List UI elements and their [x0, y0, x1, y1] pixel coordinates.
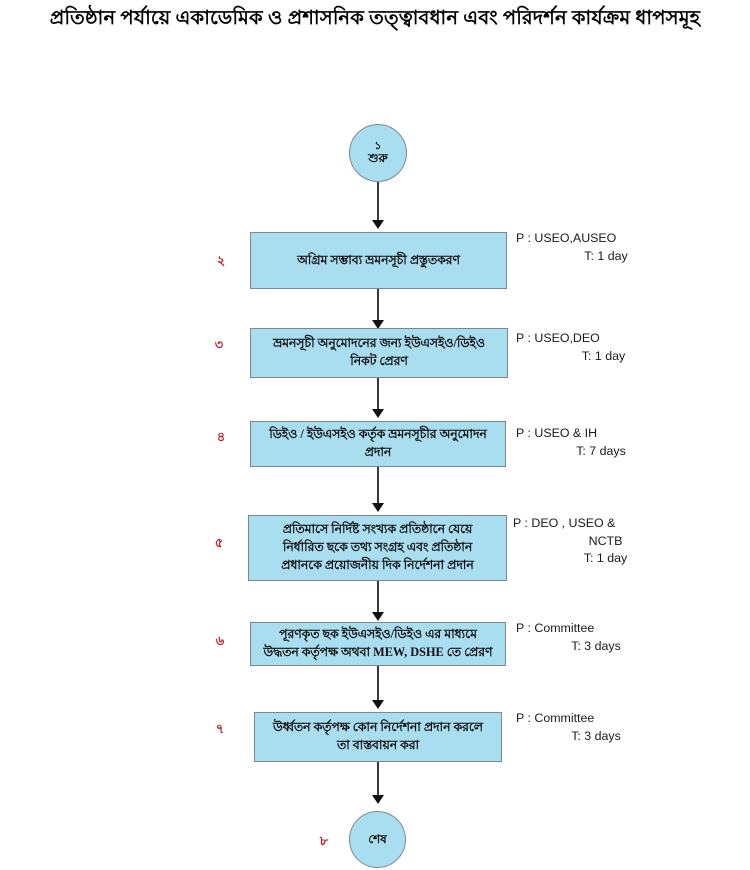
- start-node-number: ১: [374, 139, 382, 152]
- process-box-step-4-line-2: প্রদান: [364, 445, 392, 459]
- step-number-6: ৬: [215, 633, 225, 648]
- process-box-step-4[interactable]: ডিইও / ইউএসইও কর্তৃক ভ্রমনসূচীর অনুমোদন …: [250, 421, 506, 467]
- annotation-step-6: P : Committee T: 3 days: [516, 620, 676, 655]
- arrowhead-6-7: [372, 700, 384, 709]
- annotation-step-6-person: P : Committee: [516, 621, 595, 635]
- annotation-step-5-person-2: NCTB: [588, 533, 623, 548]
- connector-3-4: [377, 378, 379, 414]
- connector-6-7: [377, 666, 379, 704]
- process-box-step-5-line-1: প্রতিমাসে নির্দিষ্ট সংখ্যক প্রতিষ্ঠানে য…: [282, 522, 473, 537]
- arrowhead-2-3: [372, 320, 384, 329]
- annotation-step-7-time: T: 3 days: [571, 728, 621, 743]
- annotation-step-5-person: P : DEO , USEO &: [513, 516, 616, 530]
- end-node[interactable]: শেষ: [349, 811, 406, 868]
- process-box-step-2[interactable]: অগ্রিম সম্ভাব্য ভ্রমনসূচী প্রস্তুতকরণ: [250, 232, 507, 289]
- process-box-step-7[interactable]: উর্ধ্বতন কর্তৃপক্ষ কোন নির্দেশনা প্রদান …: [254, 712, 502, 762]
- process-box-step-6-line-2: উদ্ধতন কর্তৃপক্ষ অথবা MEW, DSHE তে প্রের…: [263, 645, 493, 659]
- page-title: প্রতিষ্ঠান পর্যায়ে একাডেমিক ও প্রশাসনিক…: [49, 8, 701, 29]
- step-number-8: ৮: [319, 833, 329, 848]
- annotation-step-3: P : USEO,DEO T: 1 day: [516, 330, 691, 365]
- annotation-step-5-time: T: 1 day: [583, 551, 628, 566]
- annotation-step-2-time: T: 1 day: [584, 248, 628, 263]
- connector-5-6: [377, 581, 379, 616]
- annotation-step-4: P : USEO & IH T: 7 days: [516, 425, 686, 460]
- process-box-step-4-line-1: ডিইও / ইউএসইও কর্তৃক ভ্রমনসূচীর অনুমোদন: [269, 427, 487, 442]
- arrowhead-1-2: [372, 220, 384, 229]
- annotation-step-2-person: P : USEO,AUSEO: [516, 231, 617, 245]
- step-number-3: ৩: [214, 337, 224, 352]
- annotation-step-4-person: P : USEO & IH: [516, 426, 598, 440]
- arrowhead-7-8: [372, 795, 384, 804]
- step-number-2: ২: [216, 253, 226, 268]
- annotation-step-4-time: T: 7 days: [576, 443, 626, 458]
- process-box-step-6[interactable]: পূরণকৃত ছক ইউএসইও/ডিইও এর মাধ্যমে উদ্ধতন…: [250, 622, 506, 666]
- step-number-7: ৭: [215, 721, 225, 736]
- step-number-4: ৪: [216, 429, 226, 444]
- start-node[interactable]: ১ শুরু: [349, 124, 407, 182]
- annotation-step-3-person: P : USEO,DEO: [516, 331, 600, 345]
- connector-2-3: [377, 289, 379, 326]
- process-box-step-5-line-3: প্রধানকে প্রয়োজনীয় দিক নির্দেশনা প্রদা…: [281, 557, 474, 572]
- process-box-step-2-line-1: অগ্রিম সম্ভাব্য ভ্রমনসূচী প্রস্তুতকরণ: [297, 252, 460, 267]
- arrowhead-5-6: [372, 612, 384, 621]
- annotation-step-7: P : Committee T: 3 days: [516, 710, 676, 745]
- arrowhead-4-5: [372, 503, 384, 512]
- end-node-label: শেষ: [368, 831, 387, 846]
- process-box-step-3-line-2: নিকট প্রেরণ: [350, 354, 408, 368]
- step-number-5: ৫: [214, 535, 224, 550]
- process-box-step-6-line-1: পূরণকৃত ছক ইউএসইও/ডিইও এর মাধ্যমে: [279, 627, 477, 642]
- annotation-step-7-person: P : Committee: [516, 711, 595, 725]
- process-box-step-7-line-2: তা বাস্তবায়ন করা: [336, 738, 420, 752]
- annotation-step-3-time: T: 1 day: [581, 348, 626, 363]
- connector-4-5: [377, 467, 379, 507]
- process-box-step-3[interactable]: ভ্রমনসূচী অনুমোদনের জন্য ইউএসইও/ডিইও নিক…: [250, 328, 508, 378]
- annotation-step-2: P : USEO,AUSEO T: 1 day: [516, 230, 696, 265]
- arrowhead-3-4: [372, 409, 384, 418]
- process-box-step-7-line-1: উর্ধ্বতন কর্তৃপক্ষ কোন নির্দেশনা প্রদান …: [273, 720, 483, 735]
- annotation-step-5: P : DEO , USEO & NCTB T: 1 day: [513, 515, 698, 568]
- process-box-step-5[interactable]: প্রতিমাসে নির্দিষ্ট সংখ্যক প্রতিষ্ঠানে য…: [248, 515, 507, 581]
- connector-1-2: [377, 182, 379, 222]
- annotation-step-6-time: T: 3 days: [571, 638, 621, 653]
- connector-7-8: [377, 762, 379, 800]
- process-box-step-5-line-2: নির্ধারিত ছকে তথ্য সংগ্রহ এবং প্রতিষ্ঠান: [282, 540, 473, 555]
- start-node-label: শুরু: [368, 151, 388, 166]
- process-box-step-3-line-1: ভ্রমনসূচী অনুমোদনের জন্য ইউএসইও/ডিইও: [273, 336, 485, 351]
